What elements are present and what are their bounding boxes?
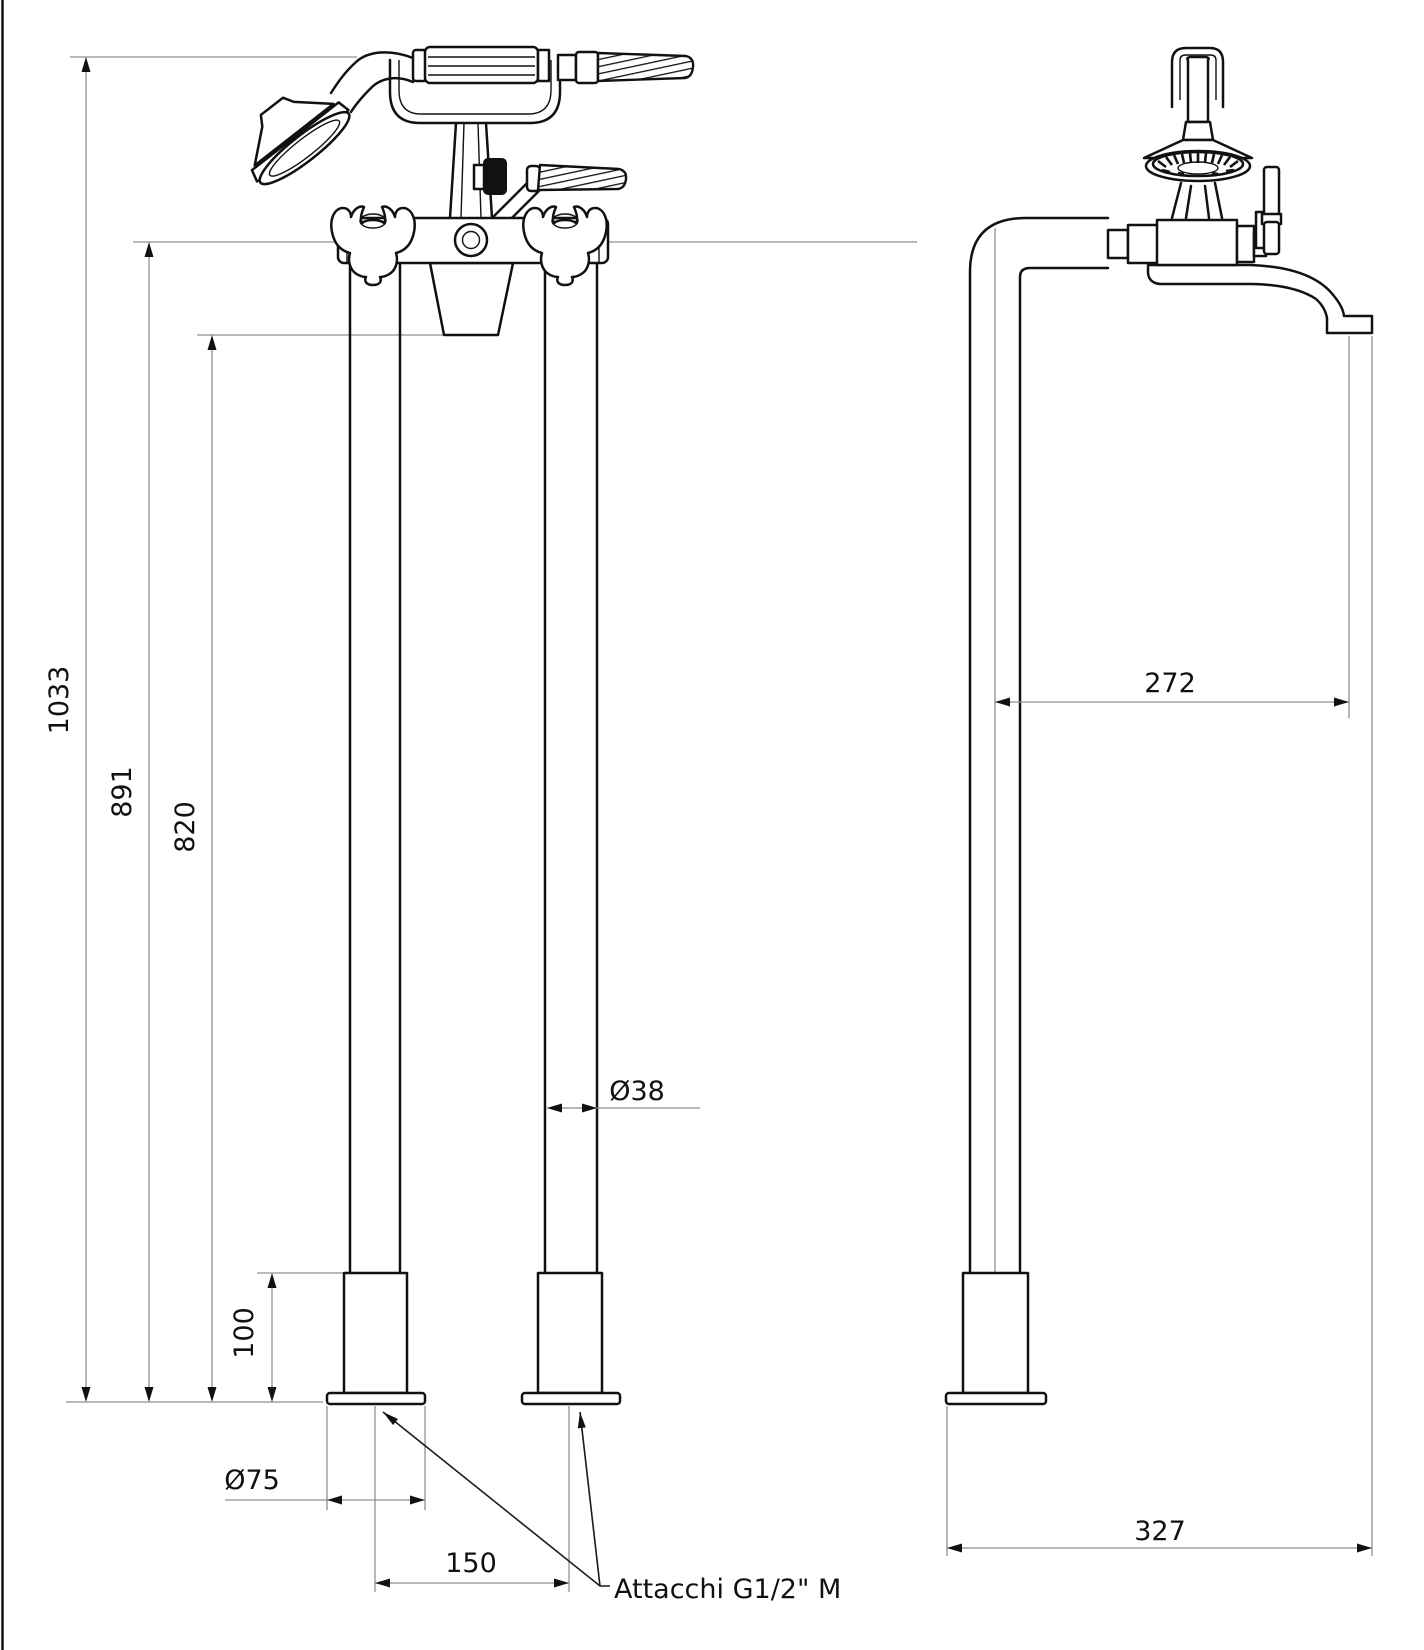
side-end-cap: [1235, 224, 1256, 264]
front-left-floor-flange: [325, 1391, 427, 1406]
note-connections: Attacchi G1/2" M: [614, 1574, 841, 1605]
side-pipe-outer: [968, 216, 1110, 1275]
diverter-ring: [453, 222, 489, 258]
spray-face-jets: [1157, 152, 1239, 176]
side-lever-handle: [1254, 165, 1283, 256]
handset-cradle: [388, 58, 562, 125]
dim-base-cover-height: 100: [229, 1307, 260, 1359]
dim-spout-reach: 272: [1144, 668, 1196, 699]
side-valve-body: [1155, 218, 1239, 267]
front-right-floor-flange: [520, 1391, 622, 1406]
side-pipe-inner: [1018, 266, 1110, 1275]
handset-arm: [329, 51, 415, 114]
dim-overall-height: 1033: [44, 666, 75, 735]
side-view: [944, 46, 1374, 1406]
front-left-base-cover: [342, 1271, 409, 1395]
extension-lines: [66, 56, 1373, 1592]
side-connector: [1126, 223, 1160, 265]
dimension-labels: 1033 891 820 100 Ø75 150 Ø38 272 327 Att…: [44, 666, 1196, 1605]
dim-deck-height: 891: [107, 766, 138, 818]
front-left-pipe: [325, 261, 427, 1406]
side-floor-flange: [944, 1391, 1048, 1406]
diverter-knob: [483, 158, 507, 195]
side-inlet-nut: [1106, 228, 1130, 260]
dim-spout-height: 820: [170, 801, 201, 853]
dim-overall-depth: 327: [1134, 1516, 1186, 1547]
side-base-cover: [961, 1271, 1030, 1395]
dim-pipe-centres: 150: [445, 1548, 497, 1579]
front-spout-cone: [428, 261, 515, 337]
lower-shower-hose: [536, 163, 628, 192]
dim-flange-diameter: Ø75: [224, 1465, 280, 1496]
side-spout: [1146, 263, 1374, 335]
dimension-lines: [81, 57, 1372, 1588]
handset-grip: [411, 45, 600, 85]
upper-shower-hose: [596, 51, 695, 83]
diverter-spacer: [472, 163, 486, 191]
handset-spray-head: [250, 96, 351, 186]
dim-column-diameter: Ø38: [609, 1076, 665, 1107]
front-view: [250, 45, 695, 1406]
front-right-pipe: [520, 261, 622, 1406]
front-right-base-cover: [536, 1271, 604, 1395]
side-handset: [1142, 46, 1254, 220]
